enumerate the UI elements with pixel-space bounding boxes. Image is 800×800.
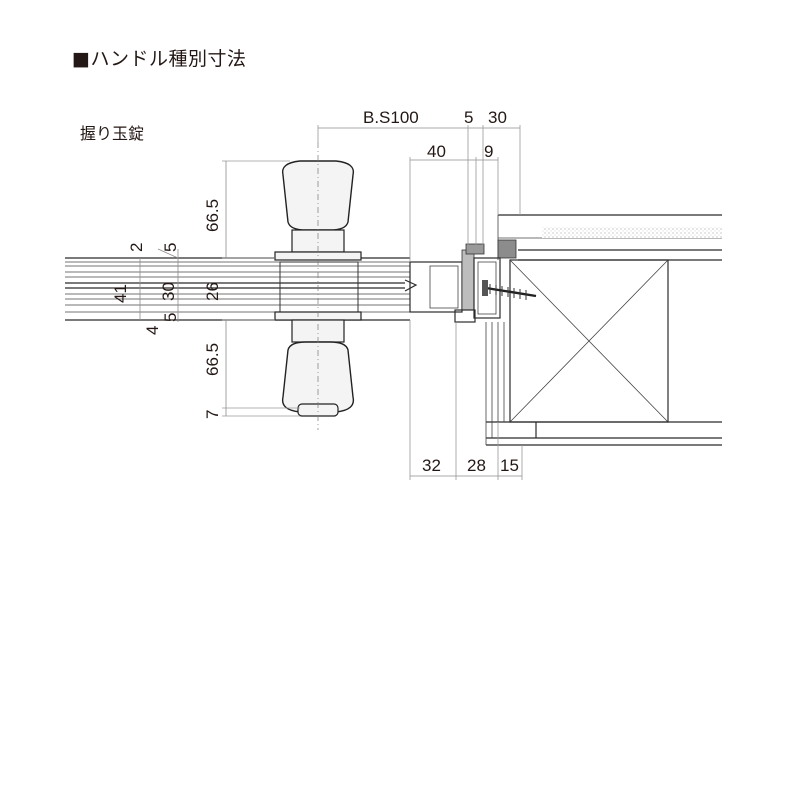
dim-bottom-32: 32 <box>422 456 441 475</box>
dim-left-5b: 5 <box>161 313 180 322</box>
section-title: ■ハンドル種別寸法 <box>72 48 247 70</box>
left-dimensions: 66.5 2 5 41 30 26 4 5 66.5 7 <box>111 160 300 419</box>
dim-left-30: 30 <box>159 282 178 301</box>
dim-bottom-28: 28 <box>467 456 486 475</box>
top-dimensions: B.S100 5 30 40 9 <box>317 108 521 262</box>
door-edge-section <box>409 243 537 323</box>
dim-top-5: 5 <box>464 108 473 127</box>
dim-left-2: 2 <box>127 243 146 252</box>
dim-left-4: 4 <box>143 326 162 335</box>
dim-left-66-5-bottom: 66.5 <box>203 343 222 376</box>
dim-backset: B.S100 <box>363 108 419 127</box>
dim-left-26: 26 <box>203 282 222 301</box>
wall-section <box>485 214 722 446</box>
knob-rose-body <box>279 261 359 313</box>
dim-left-41: 41 <box>111 284 130 303</box>
dim-left-5: 5 <box>161 243 180 252</box>
dim-bottom-15: 15 <box>500 456 519 475</box>
dim-top-9: 9 <box>484 142 493 161</box>
bottom-dimensions: 32 28 15 <box>409 320 523 480</box>
dim-top-40: 40 <box>427 142 446 161</box>
dim-left-66-5-top: 66.5 <box>203 199 222 232</box>
handle-type-label: 握り玉錠 <box>80 124 145 143</box>
dim-left-7: 7 <box>203 410 222 419</box>
dim-top-30: 30 <box>488 108 507 127</box>
